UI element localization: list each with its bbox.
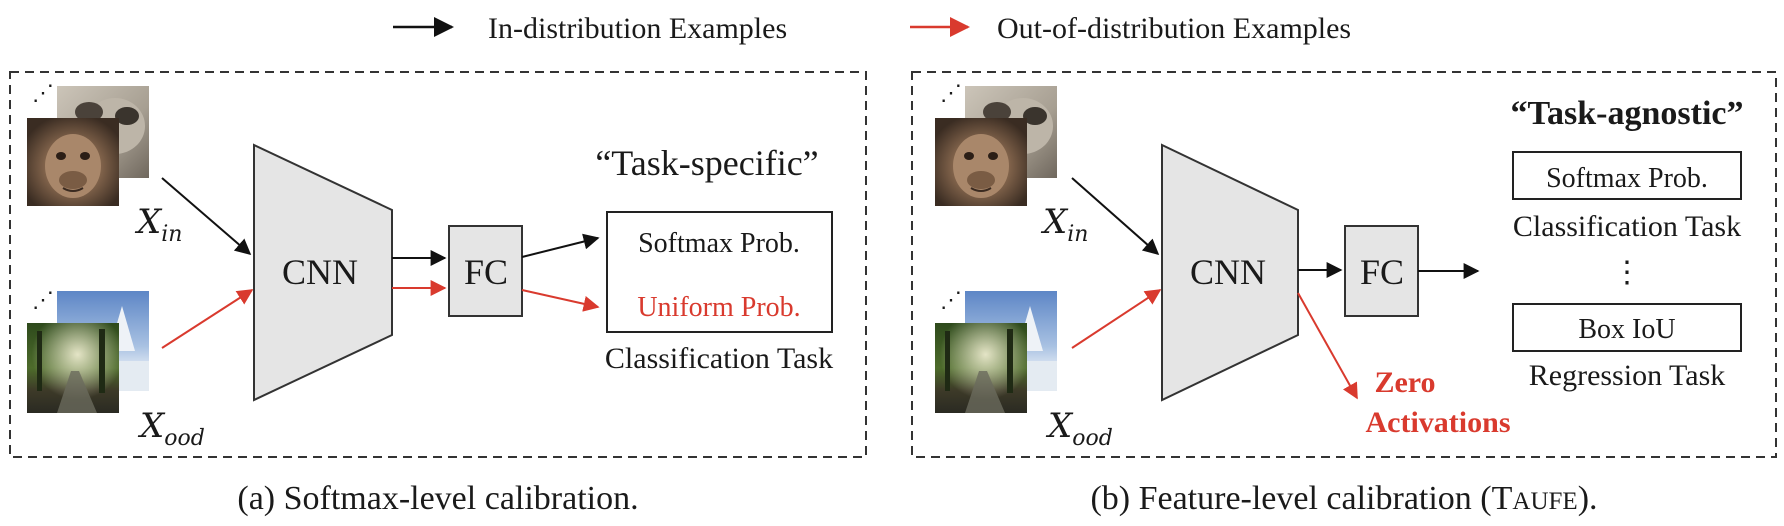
fc-label: FC (1360, 252, 1404, 292)
ellipsis-dots: ⋰ (32, 80, 54, 105)
task-specific-heading: “Task-specific” (595, 143, 818, 183)
softmax-prob-box (1512, 151, 1742, 200)
fc-to-uniform-arrow (521, 289, 600, 312)
ellipsis-dots: ⋰ (32, 287, 54, 312)
classification-task-label: Classification Task (1513, 210, 1741, 243)
x-in-label: Xin (1040, 202, 1088, 247)
in-arrow-to-cnn (161, 177, 252, 256)
zero-activation-arrow (1297, 292, 1358, 400)
cnn-block (253, 143, 393, 402)
classification-task-label: Classification Task (605, 342, 833, 375)
fc-block (1344, 225, 1419, 317)
box-iou-label: Box IoU (1578, 314, 1675, 345)
box-iou-box (1512, 303, 1742, 352)
legend-in-label: In-distribution Examples (488, 12, 787, 45)
softmax-prob-label: Softmax Prob. (1546, 163, 1708, 194)
panel-b: ⋰ Xin ⋰ Xood CNN FC Zero Activations “Ta… (911, 71, 1777, 458)
x-in-label: Xin (134, 202, 182, 247)
output-box (606, 211, 833, 333)
caption-a: (a) Softmax-level calibration. (237, 480, 638, 517)
legend-ood-label: Out-of-distribution Examples (997, 12, 1351, 45)
task-agnostic-heading: “Task-agnostic” (1510, 95, 1743, 132)
in-arrow-to-cnn (1071, 177, 1160, 256)
zero-label: Zero (1374, 366, 1435, 399)
cnn-label: CNN (282, 252, 358, 292)
uniform-prob-label: Uniform Prob. (637, 292, 800, 323)
fc-block (448, 225, 523, 317)
x-ood-label: Xood (1045, 406, 1113, 451)
caption-b: (b) Feature-level calibration (TAUFE). (1090, 480, 1597, 517)
ellipsis-dots: ⋰ (940, 287, 962, 312)
ood-arrow-to-cnn (161, 289, 254, 349)
regression-task-label: Regression Task (1529, 359, 1726, 392)
panel-b-frame (911, 71, 1777, 458)
ellipsis-dots: ⋰ (940, 80, 962, 105)
vertical-ellipsis: ⋮ (1612, 256, 1642, 289)
activations-label: Activations (1366, 406, 1511, 439)
ood-arrow-to-cnn (1071, 289, 1162, 349)
legend: In-distribution Examples Out-of-distribu… (393, 12, 1351, 45)
fc-to-softmax-arrow (521, 233, 600, 258)
cnn-block (1161, 143, 1299, 402)
softmax-prob-label: Softmax Prob. (638, 228, 800, 259)
panel-a-frame (9, 71, 867, 458)
panel-a: ⋰ Xin ⋰ Xood CNN FC “Task-specific” Soft… (9, 71, 867, 458)
x-ood-label: Xood (137, 406, 205, 451)
fc-label: FC (464, 252, 508, 292)
cnn-label: CNN (1190, 252, 1266, 292)
